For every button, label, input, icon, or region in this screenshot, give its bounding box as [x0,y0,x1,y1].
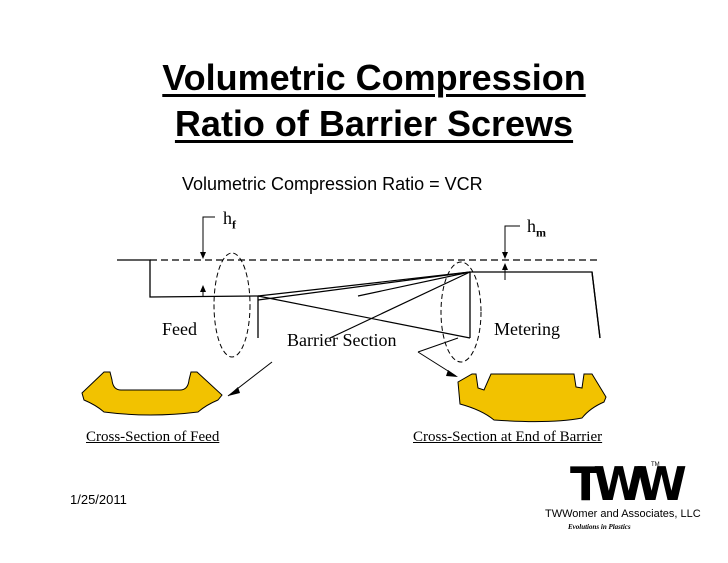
hf-arrowhead [200,285,206,292]
barrier-pointer-arrow-2 [417,337,459,353]
hm-label: hm [527,216,546,241]
barrier-cross-section-caption: Cross-Section at End of Barrier [413,429,603,445]
barrier-line-5 [329,271,471,339]
logo-company-name: TWWomer and Associates, LLC [545,508,701,520]
hf-label-sub: f [232,217,236,232]
logo-mark: TWW [570,457,686,511]
barrier-line-3 [257,271,471,301]
barrier-section-label: Barrier Section [287,330,397,350]
feed-pointer-head [228,387,240,396]
hf-label: hf [223,208,236,233]
hm-label-base: h [527,216,536,236]
feed-label: Feed [162,319,197,339]
feed-cross-section-caption: Cross-Section of Feed [86,429,220,445]
hf-arrowhead-top [200,252,206,259]
barrier-pointer-head [446,370,458,377]
subtitle: Volumetric Compression Ratio = VCR [182,174,483,194]
logo-tm: TM [651,462,660,468]
barrier-line-2 [257,295,471,339]
logo-tagline: Evolutions in Plastics [568,523,631,531]
barrier-line-4 [357,271,471,297]
screw-root-profile [117,259,259,338]
metering-label: Metering [494,319,560,339]
barrier-end-ellipse [440,261,482,363]
hm-bracket [504,225,520,256]
company-logo: TWW [570,457,694,511]
hf-bracket [202,216,215,256]
hm-label-sub: m [536,225,546,240]
barrier-cross-section [457,373,607,423]
hm-arrowhead [502,263,508,270]
feed-ellipse [213,252,251,358]
feed-cross-section [81,371,223,416]
date-label: 1/25/2011 [70,492,127,507]
hf-label-base: h [223,208,232,228]
barrier-line-1 [257,271,471,297]
hm-arrowhead-top [502,252,508,259]
title-line-2: Ratio of Barrier Screws [174,103,574,144]
title-line-1: Volumetric Compression [162,57,586,98]
metering-right-edge [591,271,601,339]
